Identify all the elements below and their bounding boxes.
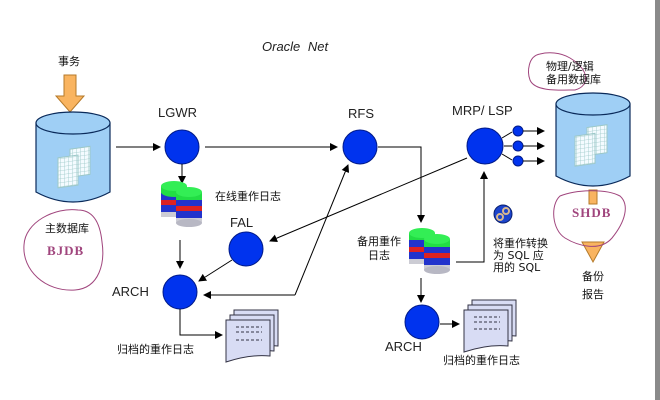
standby-db-label: 物理/逻辑 备用数据库 <box>546 60 601 86</box>
primary-database-icon <box>35 111 111 203</box>
standby-database-icon <box>555 92 631 187</box>
transaction-label: 事务 <box>58 55 80 68</box>
mrp-lsp-node[interactable] <box>466 127 504 165</box>
lgwr-label: LGWR <box>158 105 197 120</box>
standby-redo-label-line1: 备用重作 <box>357 235 401 248</box>
archived-log-standby-icon <box>463 299 517 353</box>
sql-apply-label: 将重作转换 为 SQL 应 用的 SQL <box>493 238 548 274</box>
diagram-title: Oracle Net <box>262 39 329 54</box>
apply-workers <box>501 125 545 167</box>
arrow-fal-to-arch <box>198 259 233 282</box>
arrow-arch-to-archived-primary <box>179 309 223 339</box>
standby-redo-log-icon <box>409 228 450 274</box>
arrow-to-rfs <box>294 164 350 296</box>
arch-standby-label: ARCH <box>385 339 422 354</box>
standby-redo-label-line2: 日志 <box>368 249 390 262</box>
primary-db-label: 主数据库 <box>45 222 89 235</box>
standby-annotation-circle <box>528 52 587 91</box>
standby-db-name: SHDB <box>572 205 612 220</box>
archived-log-primary-icon <box>225 309 279 363</box>
arrow-mrp-to-fal <box>269 157 468 242</box>
arrow-rfs-to-standby-redo <box>378 146 425 223</box>
input-arrow-icon <box>54 74 86 113</box>
sql-apply-line3: 用的 SQL <box>493 261 541 274</box>
window-edge-border <box>655 0 660 400</box>
archived-log-primary-label: 归档的重作日志 <box>117 343 194 356</box>
primary-db-name: BJDB <box>47 243 85 258</box>
output-arrow-icon <box>581 241 605 264</box>
rfs-node[interactable] <box>342 129 378 165</box>
backup-report-line1: 备份 <box>582 270 604 283</box>
fal-label: FAL <box>230 215 254 230</box>
sql-apply-line1: 将重作转换 <box>493 237 548 250</box>
standby-redo-label: 备用重作 日志 <box>352 235 406 263</box>
standby-db-label-line1: 物理/逻辑 <box>546 60 594 73</box>
archived-log-standby-label: 归档的重作日志 <box>443 354 520 367</box>
arrow-standby-redo-to-mrp <box>456 171 488 263</box>
arch-primary-label: ARCH <box>112 284 149 299</box>
standby-annotation-circle-2 <box>553 190 626 247</box>
standby-db-label-line2: 备用数据库 <box>546 73 601 86</box>
lgwr-node[interactable] <box>164 129 200 165</box>
online-redo-log-icon <box>161 181 202 227</box>
backup-report-line2: 报告 <box>582 288 604 301</box>
fal-node[interactable] <box>228 231 264 267</box>
worker-node <box>512 140 524 152</box>
worker-node <box>512 155 524 167</box>
sql-apply-gear-icon <box>493 204 513 224</box>
arch-primary-node[interactable] <box>162 274 198 310</box>
online-redo-label: 在线重作日志 <box>215 190 281 203</box>
rfs-label: RFS <box>348 106 374 121</box>
output-arrow-stem <box>588 189 598 205</box>
primary-annotation-circle <box>23 209 104 291</box>
arch-standby-node[interactable] <box>404 304 440 340</box>
worker-node <box>512 125 524 137</box>
backup-report-label: 备份 报告 <box>578 268 608 304</box>
mrp-lsp-label: MRP/ LSP <box>452 103 513 118</box>
sql-apply-line2: 为 SQL 应 <box>493 249 544 262</box>
